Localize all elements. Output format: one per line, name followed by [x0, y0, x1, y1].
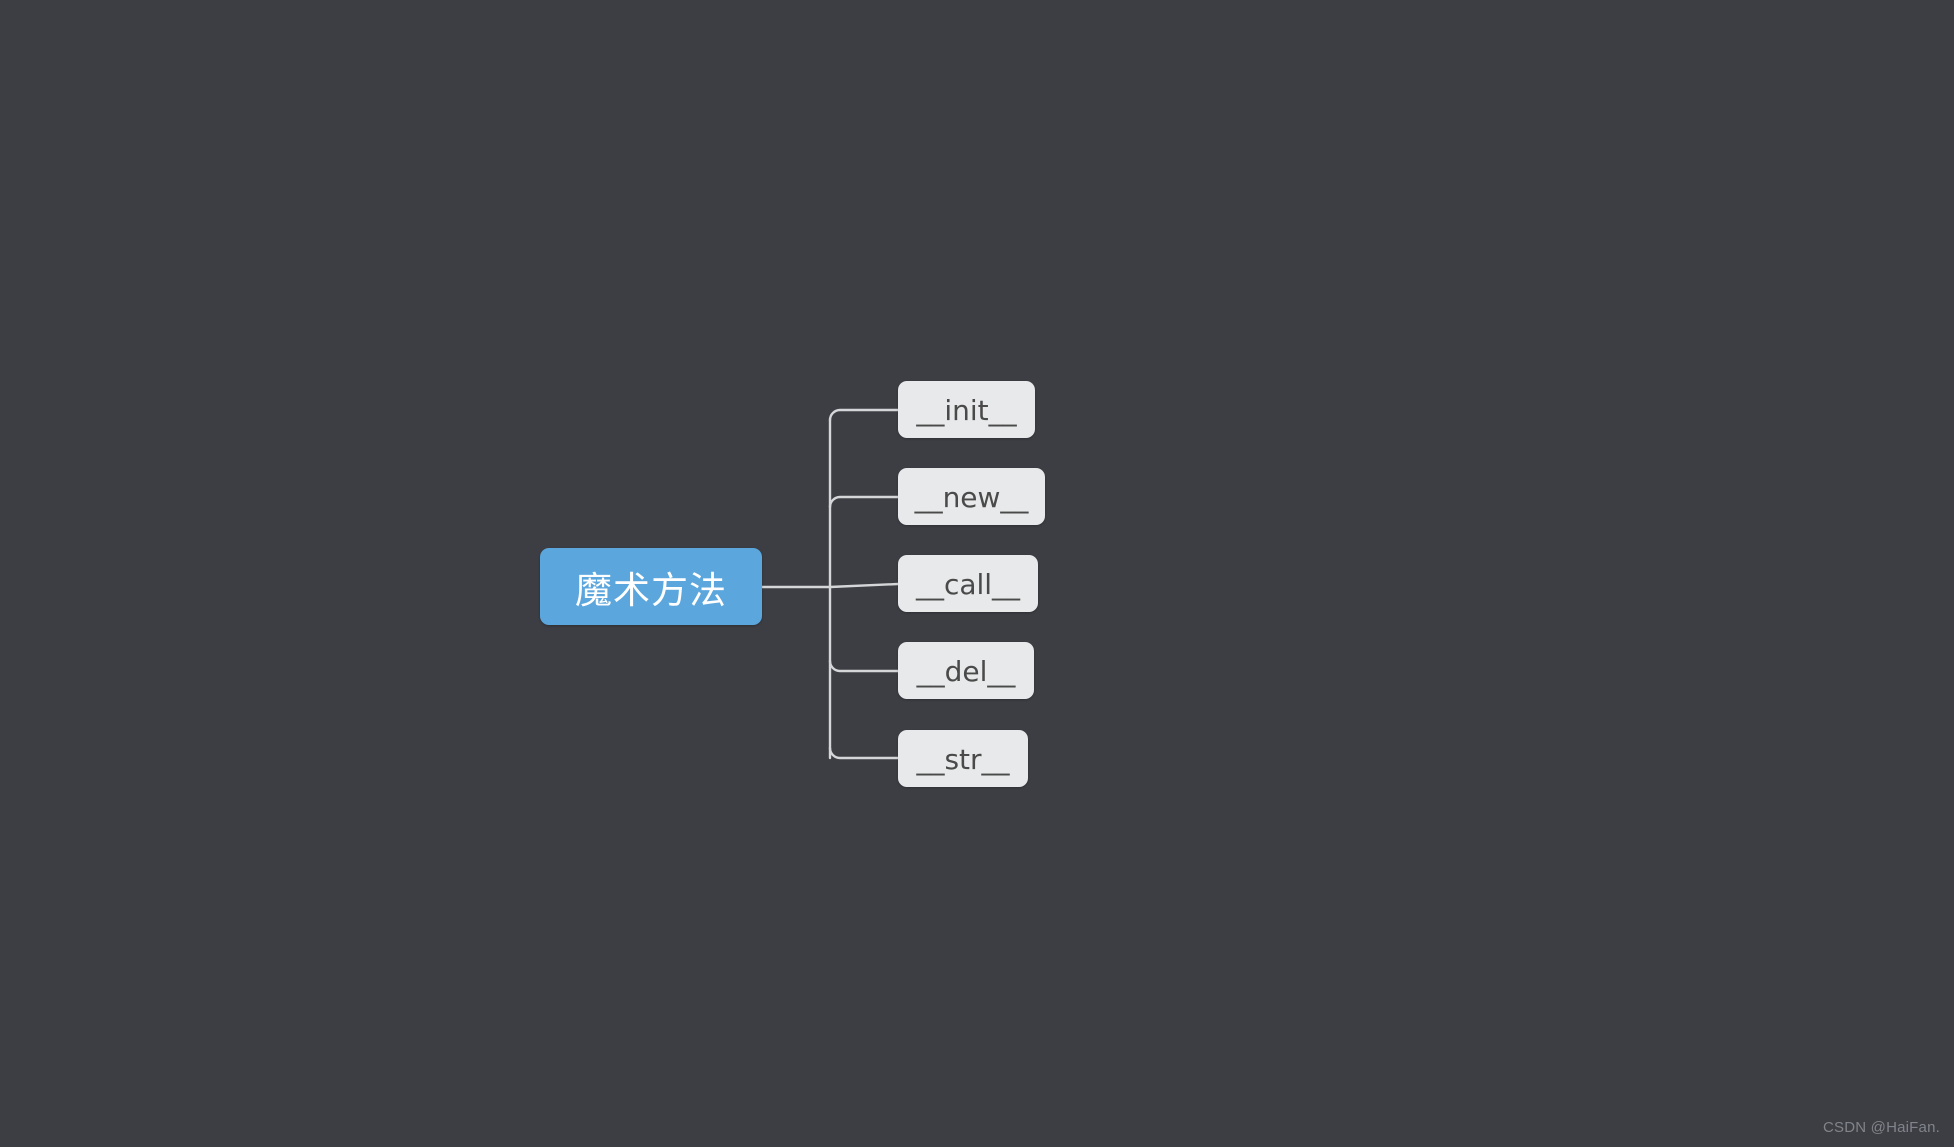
- mindmap-node-del-label: __del__: [916, 655, 1016, 688]
- mindmap-node-new[interactable]: __new__: [898, 468, 1045, 525]
- connector-branch-new: [828, 495, 900, 509]
- mindmap-root-label: 魔术方法: [575, 568, 727, 612]
- connector-branch-init: [828, 408, 900, 422]
- connector-branch-call: [828, 582, 900, 589]
- mindmap-node-init[interactable]: __init__: [898, 381, 1035, 438]
- connector-branch-str: [828, 746, 900, 760]
- mindmap-node-new-label: __new__: [914, 481, 1029, 514]
- watermark-text: CSDN @HaiFan.: [1822, 1119, 1940, 1136]
- mindmap-node-str-label: __str__: [916, 743, 1010, 776]
- mindmap-root-node[interactable]: 魔术方法: [540, 548, 762, 625]
- mindmap-node-init-label: __init__: [916, 394, 1017, 427]
- connector-branch-del: [828, 659, 900, 673]
- mindmap-node-str[interactable]: __str__: [898, 730, 1028, 787]
- mindmap-node-call[interactable]: __call__: [898, 555, 1038, 612]
- mindmap-node-call-label: __call__: [915, 568, 1021, 601]
- mindmap-node-del[interactable]: __del__: [898, 642, 1034, 699]
